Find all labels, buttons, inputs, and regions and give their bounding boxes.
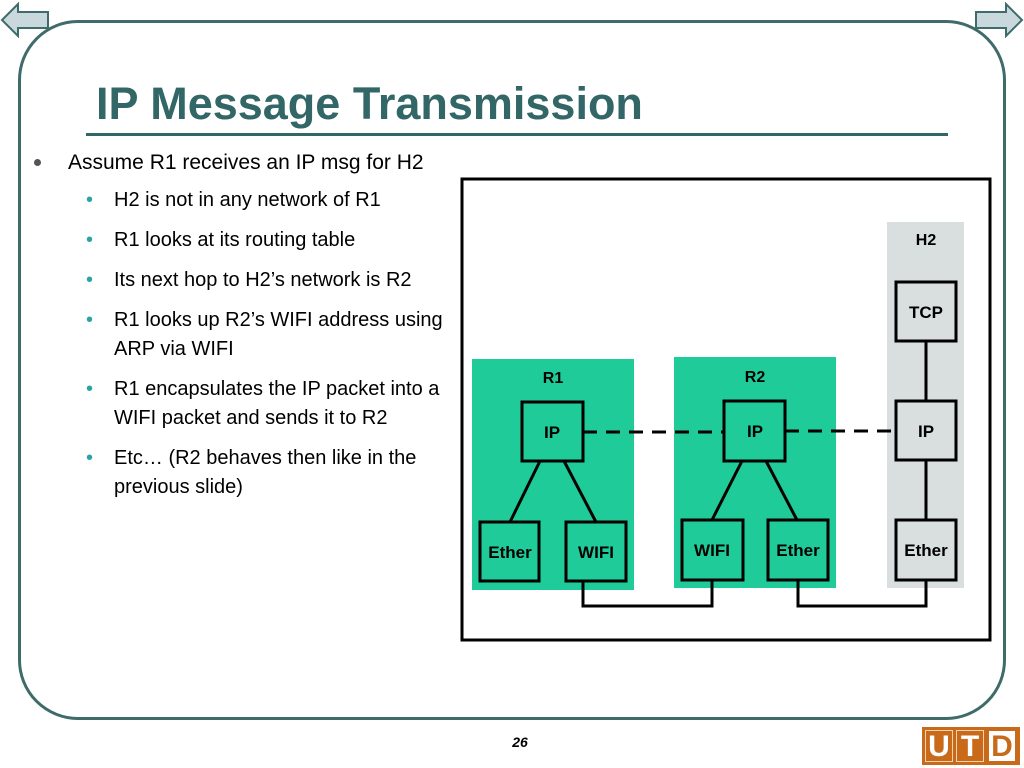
r2-h2-ether-link bbox=[796, 580, 928, 608]
bullet-list: Assume R1 receives an IP msg for H2 • H2 … bbox=[34, 150, 454, 513]
r1-ether-box bbox=[478, 520, 541, 583]
r1-ip-box bbox=[520, 400, 585, 463]
group-h2-label: H2 bbox=[916, 232, 937, 249]
h2-ip-label: IP bbox=[918, 422, 934, 441]
r1-ether-label: Ether bbox=[488, 543, 532, 562]
sub-bullet-text: R1 encapsulates the IP packet into a WIF… bbox=[114, 378, 440, 429]
sub-bullet-dot-icon: • bbox=[86, 229, 94, 251]
h2-ether-box bbox=[894, 518, 958, 582]
logo-letter: D bbox=[988, 730, 1016, 763]
sub-bullet-text: H2 is not in any network of R1 bbox=[114, 189, 381, 211]
sub-bullet-dot-icon: • bbox=[86, 309, 94, 331]
arrow-left-icon[interactable] bbox=[0, 2, 50, 38]
sub-bullet-dot-icon: • bbox=[86, 447, 94, 469]
group-r2-label: R2 bbox=[745, 369, 766, 386]
r2-wifi-box bbox=[680, 518, 745, 582]
sub-bullet: • Its next hop to H2’s network is R2 bbox=[34, 266, 454, 295]
sub-bullet-text: R1 looks at its routing table bbox=[114, 229, 356, 251]
h2-ether-label: Ether bbox=[904, 541, 948, 560]
r1-ip-ether-link bbox=[508, 460, 542, 523]
r1-ip-wifi-link bbox=[562, 460, 598, 523]
sub-bullet: • R1 looks at its routing table bbox=[34, 226, 454, 255]
main-bullet: Assume R1 receives an IP msg for H2 bbox=[34, 150, 454, 176]
r2-ether-box bbox=[766, 518, 830, 582]
utd-logo: U T D bbox=[922, 727, 1020, 765]
sub-bullet: • R1 encapsulates the IP packet into a WI… bbox=[34, 375, 454, 433]
h2-ip-box bbox=[894, 399, 958, 462]
sub-bullet-dot-icon: • bbox=[86, 269, 94, 291]
sub-bullet-dot-icon: • bbox=[86, 378, 94, 400]
sub-bullet: • R1 looks up R2’s WIFI address using ARP… bbox=[34, 306, 454, 364]
r1-r2-wifi-link bbox=[581, 580, 714, 608]
group-r1-label: R1 bbox=[543, 370, 564, 387]
logo-letter: U bbox=[925, 730, 953, 763]
r2-wifi-label: WIFI bbox=[694, 541, 730, 560]
h2-tcp-label: TCP bbox=[909, 303, 943, 322]
r1-ip-label: IP bbox=[544, 423, 560, 442]
r2-ip-box bbox=[722, 399, 787, 463]
bullet-dot-icon bbox=[34, 159, 41, 166]
sub-bullet-dot-icon: • bbox=[86, 189, 94, 211]
sub-bullet: • Etc… (R2 behaves then like in the previ… bbox=[34, 444, 454, 502]
sub-bullet-text: Etc… (R2 behaves then like in the previo… bbox=[114, 447, 417, 498]
page-number: 26 bbox=[512, 734, 528, 750]
sub-bullet: • H2 is not in any network of R1 bbox=[34, 186, 454, 215]
r2-ether-label: Ether bbox=[776, 541, 820, 560]
r2-ip-label: IP bbox=[747, 422, 763, 441]
arrow-right-icon[interactable] bbox=[974, 2, 1024, 38]
sub-bullet-text: R1 looks up R2’s WIFI address using ARP … bbox=[114, 309, 443, 360]
diagram-border bbox=[460, 177, 992, 642]
r1-wifi-box bbox=[564, 520, 628, 583]
r1-wifi-label: WIFI bbox=[578, 543, 614, 562]
main-bullet-text: Assume R1 receives an IP msg for H2 bbox=[68, 151, 424, 174]
slide-title: IP Message Transmission bbox=[96, 78, 643, 129]
logo-letter: T bbox=[956, 730, 984, 763]
r2-ip-wifi-link bbox=[710, 460, 744, 521]
title-underline bbox=[86, 133, 948, 136]
h2-tcp-box bbox=[894, 280, 958, 343]
slide-frame bbox=[18, 20, 1006, 720]
r2-ip-ether-link bbox=[764, 460, 799, 521]
sub-bullet-text: Its next hop to H2’s network is R2 bbox=[114, 269, 412, 291]
